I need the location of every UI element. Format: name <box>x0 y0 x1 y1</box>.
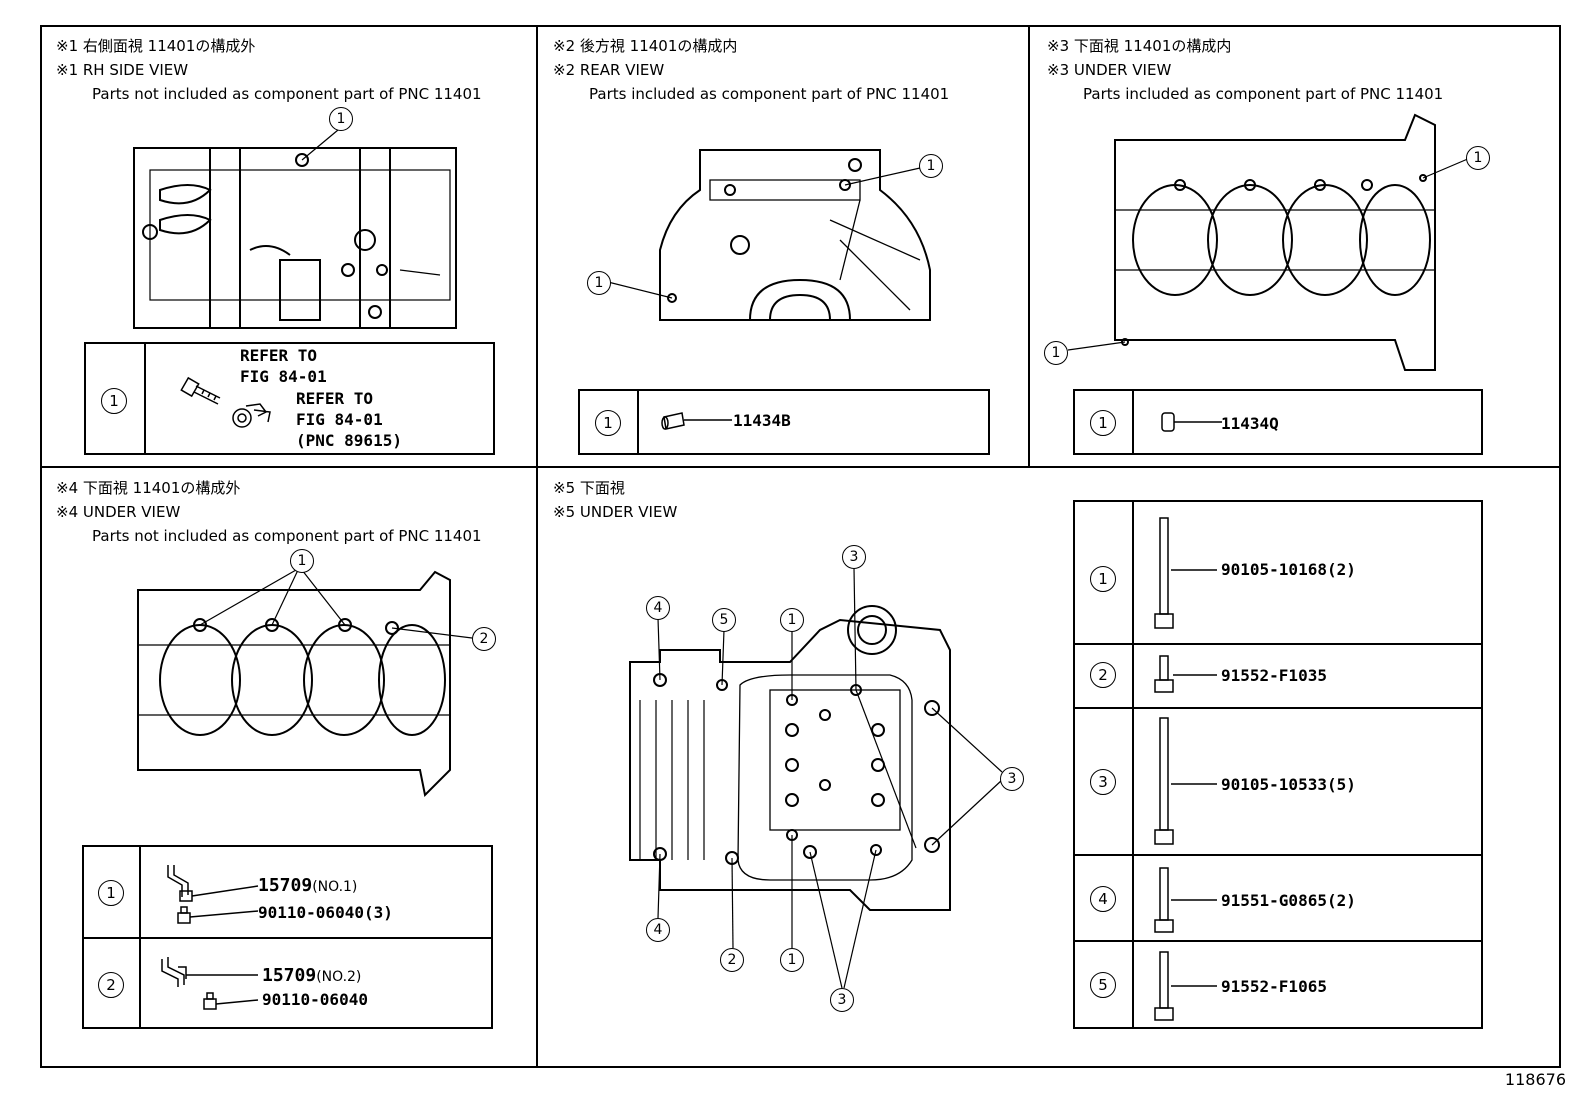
panel2-legend-table: 1 11434B <box>578 389 990 455</box>
panel1-legend-table: 1 REFER TO FIG 84-01 REFER TO FIG 84-01 … <box>84 342 495 455</box>
panel4-legend-1-pnc: 15709 <box>258 875 313 896</box>
dowel-pin-icon <box>1161 412 1222 432</box>
panel3-title-jp: ※3 下面視 11401の構成内 <box>1047 37 1232 55</box>
divider-v2 <box>1028 25 1030 467</box>
panel2-legend-num: 1 <box>595 410 621 436</box>
panel5-legend-num-4: 4 <box>1090 886 1116 912</box>
panel2-title-jp: ※2 後方視 11401の構成内 <box>553 37 738 55</box>
panel5-header: ※5 下面視 ※5 UNDER VIEW <box>553 476 677 524</box>
panel4-header: ※4 下面視 11401の構成外 ※4 UNDER VIEW Parts not… <box>56 476 482 548</box>
panel2-subtitle: Parts included as component part of PNC … <box>589 85 950 103</box>
panel3-under-view-drawing <box>1067 113 1471 371</box>
panel2-legend-part: 11434B <box>733 411 791 430</box>
panel1-ref2-line1: REFER TO <box>296 389 374 408</box>
panel5-legend-part-2: 91552-F1035 <box>1221 666 1327 685</box>
bolt-icon <box>180 376 221 405</box>
panel5-title-jp: ※5 下面視 <box>553 479 625 497</box>
panel5-callout-3a: 3 <box>842 545 866 569</box>
bolt-icon <box>1154 951 1217 1021</box>
panel3-header: ※3 下面視 11401の構成内 ※3 UNDER VIEW Parts inc… <box>1047 34 1443 106</box>
panel5-under-view-drawing <box>629 567 1003 989</box>
panel1-ref2-line3: (PNC 89615) <box>296 431 402 450</box>
panel1-callout-1: 1 <box>329 107 353 131</box>
panel4-legend-1-sub: 90110-06040(3) <box>258 903 393 922</box>
panel4-legend-2-part: 15709(NO.2) <box>262 965 361 986</box>
panel5-legend-part-5: 91552-F1065 <box>1221 977 1327 996</box>
bracket-icon <box>232 403 271 428</box>
panel5-callout-4b: 4 <box>646 918 670 942</box>
panel4-legend-num-2: 2 <box>98 972 124 998</box>
panel3-legend-table: 1 11434Q <box>1073 389 1483 455</box>
panel2-callout-1b: 1 <box>587 271 611 295</box>
bolt-icon <box>1154 867 1217 933</box>
panel5-legend-num-2: 2 <box>1090 662 1116 688</box>
panel1-legend-num: 1 <box>101 388 127 414</box>
bolt-icon <box>1154 717 1217 845</box>
panel5-callout-1b: 1 <box>780 948 804 972</box>
panel5-legend-part-4: 91551-G0865(2) <box>1221 891 1356 910</box>
bolt-icon <box>1154 517 1217 629</box>
panel5-legend-num-5: 5 <box>1090 972 1116 998</box>
panel4-title-jp: ※4 下面視 11401の構成外 <box>56 479 241 497</box>
panel1-title-jp: ※1 右側面視 11401の構成外 <box>56 37 256 55</box>
diagram-frame <box>40 25 1561 1068</box>
panel1-ref1-line2: FIG 84-01 <box>240 367 327 386</box>
oil-jet-icon <box>167 865 259 924</box>
panel4-callout-1: 1 <box>290 549 314 573</box>
panel4-under-view-drawing <box>137 569 473 798</box>
panel5-legend-part-3: 90105-10533(5) <box>1221 775 1356 794</box>
panel1-ref2-line2: FIG 84-01 <box>296 410 383 429</box>
panel5-legend-table: 1 90105-10168(2) 2 91552-F1035 3 90105-1… <box>1073 500 1483 1029</box>
panel5-title-en: ※5 UNDER VIEW <box>553 503 678 521</box>
panel5-legend-num-1: 1 <box>1090 566 1116 592</box>
panel2-callout-1a: 1 <box>919 154 943 178</box>
panel4-title-en: ※4 UNDER VIEW <box>56 503 181 521</box>
panel1-ref1-line1: REFER TO <box>240 346 318 365</box>
panel5-callout-4a: 4 <box>646 596 670 620</box>
panel2-title-en: ※2 REAR VIEW <box>553 61 665 79</box>
panel4-legend-2-pnc: 15709 <box>262 965 317 986</box>
panel5-callout-1a: 1 <box>780 608 804 632</box>
panel3-title-en: ※3 UNDER VIEW <box>1047 61 1172 79</box>
panel5-legend-num-3: 3 <box>1090 769 1116 795</box>
panel5-callout-3b: 3 <box>1000 767 1024 791</box>
dowel-pin-icon <box>661 412 732 430</box>
panel1-title-en: ※1 RH SIDE VIEW <box>56 61 189 79</box>
panel4-callout-2: 2 <box>472 627 496 651</box>
panel3-callout-1a: 1 <box>1466 146 1490 170</box>
panel4-legend-1-part: 15709(NO.1) <box>258 875 357 896</box>
divider-v1 <box>536 25 538 1068</box>
panel4-legend-2-note: (NO.2) <box>316 969 362 985</box>
divider-h <box>40 466 1561 468</box>
panel3-subtitle: Parts included as component part of PNC … <box>1083 85 1444 103</box>
panel1-rh-side-view-drawing <box>133 129 457 329</box>
panel2-header: ※2 後方視 11401の構成内 ※2 REAR VIEW Parts incl… <box>553 34 949 106</box>
panel5-callout-3c: 3 <box>830 988 854 1012</box>
panel5-legend-part-1: 90105-10168(2) <box>1221 560 1356 579</box>
panel4-legend-1-note: (NO.1) <box>312 879 358 895</box>
panel4-subtitle: Parts not included as component part of … <box>92 527 482 545</box>
panel4-legend-num-1: 1 <box>98 880 124 906</box>
bolt-icon <box>1154 655 1217 693</box>
panel2-rear-view-drawing <box>607 149 931 321</box>
panel5-callout-5: 5 <box>712 608 736 632</box>
panel1-subtitle: Parts not included as component part of … <box>92 85 482 103</box>
panel5-callout-2: 2 <box>720 948 744 972</box>
panel4-legend-2-sub: 90110-06040 <box>262 990 368 1009</box>
panel3-callout-1b: 1 <box>1044 341 1068 365</box>
panel3-legend-num: 1 <box>1090 410 1116 436</box>
panel3-legend-part: 11434Q <box>1221 414 1279 433</box>
oil-jet-icon <box>161 957 259 1010</box>
panel4-legend-table: 1 2 15709(NO.1) 90110-06040(3) 15709(NO.… <box>82 845 493 1029</box>
panel1-header: ※1 右側面視 11401の構成外 ※1 RH SIDE VIEW Parts … <box>56 34 482 106</box>
figure-number: 118676 <box>1504 1070 1566 1089</box>
